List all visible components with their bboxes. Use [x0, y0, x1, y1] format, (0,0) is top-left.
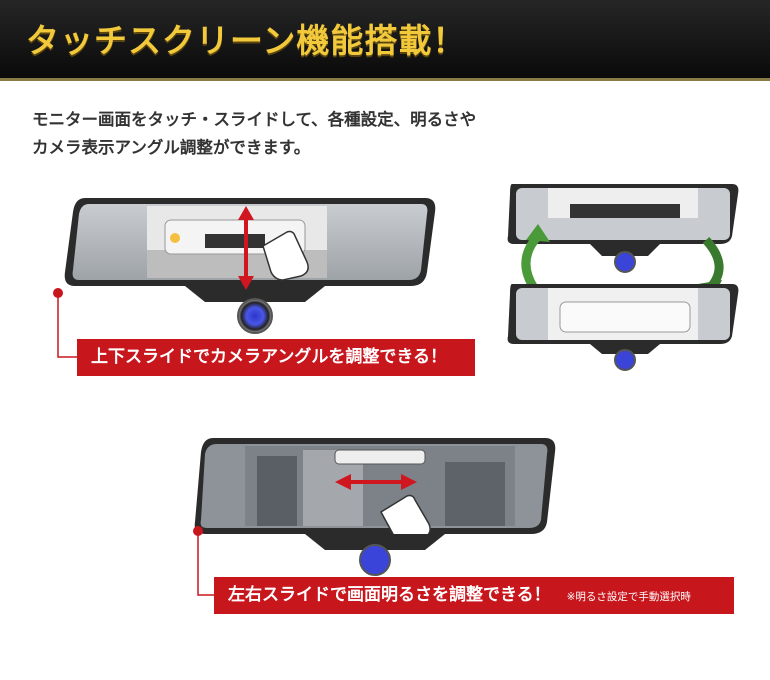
- camera-lens-icon: [359, 544, 391, 576]
- header-bar: タッチスクリーン機能搭載！: [0, 0, 770, 81]
- mirror-updown-illustration: [64, 198, 436, 334]
- caption-updown: 上下スライドでカメラアングルを調整できる！: [77, 339, 475, 376]
- camera-lens-icon: [237, 298, 273, 334]
- rotate-arrow-icon: [521, 232, 542, 291]
- intro-line-1: モニター画面をタッチ・スライドして、各種設定、明るさや: [32, 110, 477, 129]
- horizontal-arrow-icon: [335, 474, 417, 490]
- caption-leftright-text: 左右スライドで画面明るさを調整できる！: [228, 585, 551, 605]
- caption-leftright-note: ※明るさ設定で手動選択時: [566, 591, 691, 603]
- mirror-leftright-illustration: [194, 438, 556, 576]
- rotate-arrow-icon: [702, 236, 724, 292]
- callout-line-1: [53, 288, 78, 358]
- brightness-slider-bar: [334, 449, 426, 465]
- caption-leftright: 左右スライドで画面明るさを調整できる！ ※明るさ設定で手動選択時: [214, 577, 734, 614]
- callout-line-2: [193, 526, 216, 596]
- hand-pointer-icon: [262, 230, 309, 281]
- page-title: タッチスクリーン機能搭載！: [26, 21, 467, 60]
- intro-line-2: カメラ表示アングル調整ができます。: [32, 138, 311, 157]
- camera-lens-icon: [614, 251, 636, 273]
- vertical-arrow-icon: [238, 206, 254, 290]
- camera-lens-icon: [614, 349, 636, 371]
- angle-switch-illustration: [507, 184, 739, 371]
- intro-text: モニター画面をタッチ・スライドして、各種設定、明るさや カメラ表示アングル調整が…: [32, 106, 476, 162]
- mirror-camera-mount: [185, 286, 325, 302]
